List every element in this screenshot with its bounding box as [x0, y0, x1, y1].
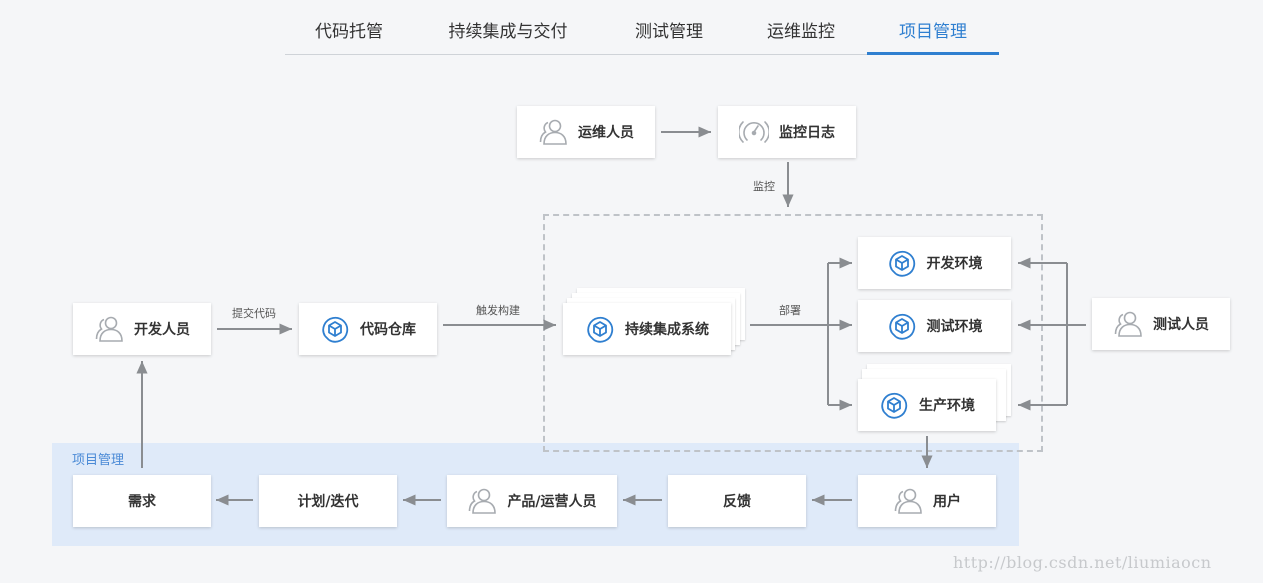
node-label: 计划/迭代 — [297, 494, 359, 510]
node-label: 产品/运营人员 — [507, 494, 597, 510]
person-icon — [467, 486, 497, 516]
cube-icon — [585, 314, 615, 344]
person-icon — [1113, 309, 1143, 339]
person-icon — [538, 117, 568, 147]
node-label: 测试人员 — [1153, 317, 1209, 333]
node-label: 生产环境 — [919, 398, 975, 414]
tab-ci-cd[interactable]: 持续集成与交付 — [448, 22, 568, 42]
node-label: 反馈 — [723, 494, 751, 510]
node-label: 代码仓库 — [360, 322, 416, 338]
node-feedback: 反馈 — [668, 475, 806, 527]
ci-cd-boundary — [543, 214, 1043, 452]
cube-icon — [879, 390, 909, 420]
node-developer: 开发人员 — [73, 303, 211, 355]
edge-label-trigger-build: 触发构建 — [476, 304, 520, 317]
node-ops-staff: 运维人员 — [517, 106, 655, 158]
node-label: 开发人员 — [134, 322, 190, 338]
person-icon — [893, 486, 923, 516]
cube-icon — [887, 311, 917, 341]
tab-project-management[interactable]: 项目管理 — [867, 14, 999, 55]
node-label: 需求 — [128, 494, 156, 510]
node-user: 用户 — [858, 475, 996, 527]
node-label: 开发环境 — [926, 256, 983, 272]
node-ci-system: 持续集成系统 — [563, 303, 731, 355]
edge-label-monitor: 监控 — [753, 180, 775, 193]
tab-bar: 代码托管 持续集成与交付 测试管理 运维监控 项目管理 — [285, 14, 999, 55]
watermark: http://blog.csdn.net/liumiaocn — [953, 553, 1212, 572]
project-management-label: 项目管理 — [72, 453, 125, 468]
tab-ops-monitoring[interactable]: 运维监控 — [767, 22, 835, 42]
tab-test-management[interactable]: 测试管理 — [635, 22, 703, 42]
cube-icon — [320, 314, 350, 344]
node-dev-env: 开发环境 — [858, 237, 1011, 289]
node-requirement: 需求 — [73, 475, 211, 527]
node-prod-env: 生产环境 — [858, 379, 996, 431]
tab-code-hosting[interactable]: 代码托管 — [315, 22, 383, 42]
node-plan-iteration: 计划/迭代 — [259, 475, 397, 527]
edge-label-submit-code: 提交代码 — [232, 307, 276, 320]
node-code-repo: 代码仓库 — [299, 303, 437, 355]
node-label: 用户 — [933, 494, 961, 510]
node-label: 持续集成系统 — [625, 322, 709, 338]
edge-label-deploy: 部署 — [779, 304, 801, 317]
node-label: 运维人员 — [578, 125, 634, 141]
node-monitor-log: 监控日志 — [718, 106, 856, 158]
node-label: 测试环境 — [926, 319, 983, 335]
node-product-ops: 产品/运营人员 — [447, 475, 617, 527]
cube-icon — [887, 248, 917, 278]
person-icon — [94, 314, 124, 344]
node-label: 监控日志 — [779, 125, 835, 141]
node-tester: 测试人员 — [1092, 298, 1230, 350]
monitor-gauge-icon — [739, 117, 769, 147]
node-test-env: 测试环境 — [858, 300, 1011, 352]
